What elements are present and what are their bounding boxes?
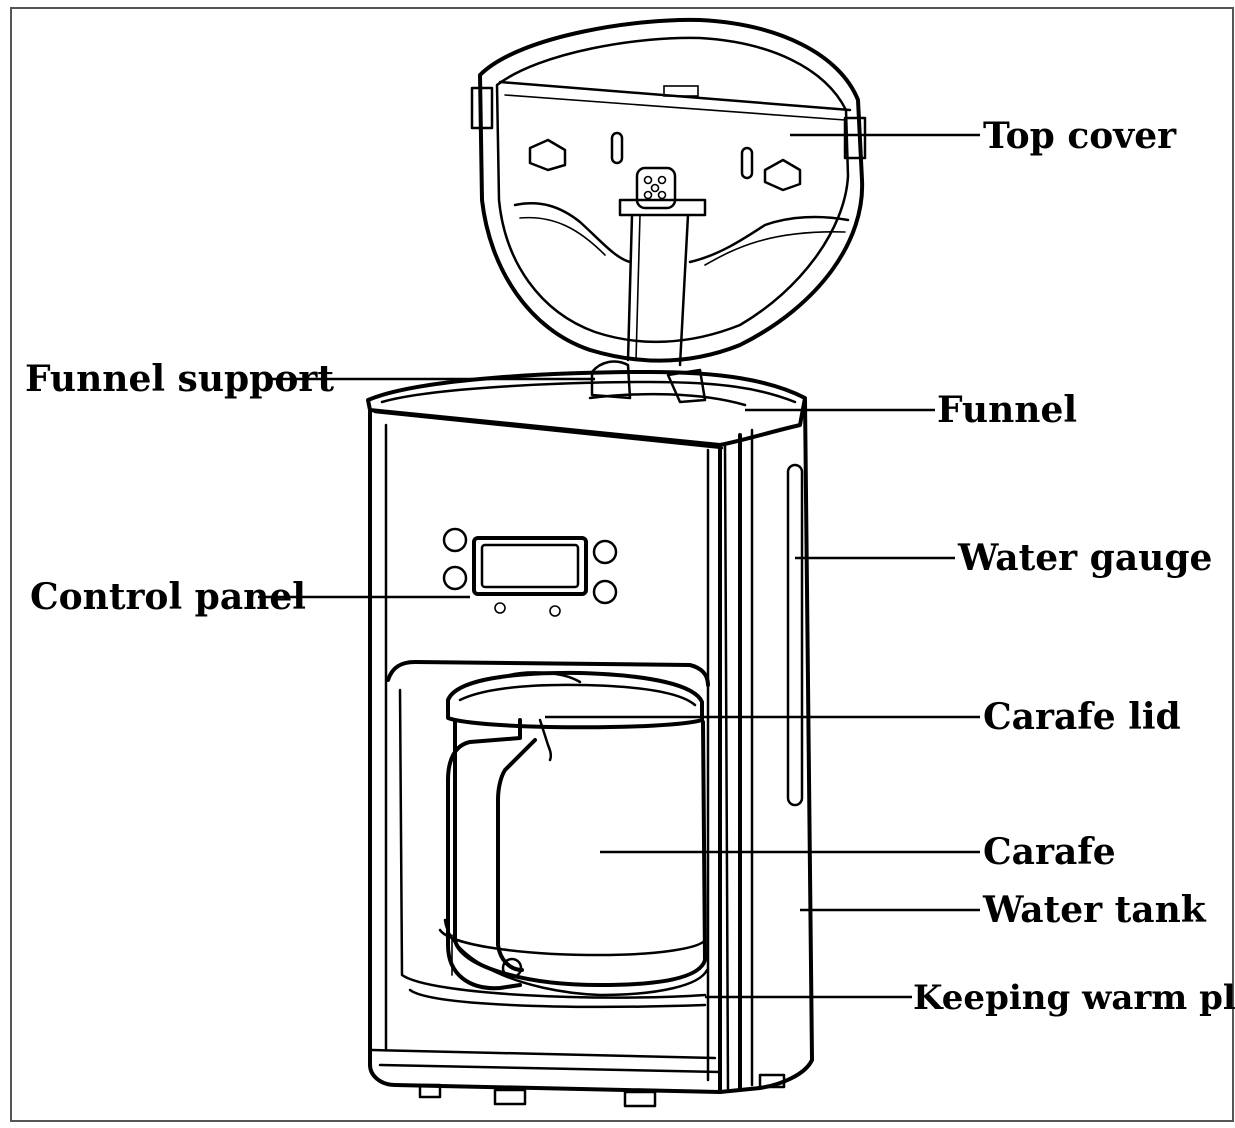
label-control-panel: Control panel	[30, 576, 306, 618]
label-funnel: Funnel	[937, 389, 1077, 431]
top-cover-drawing	[472, 20, 865, 365]
label-keeping-warm-plate: Keeping warm plate	[913, 978, 1235, 1018]
label-funnel-support: Funnel support	[25, 358, 334, 400]
label-water-tank: Water tank	[982, 889, 1207, 931]
carafe-drawing	[388, 662, 708, 1007]
label-top-cover: Top cover	[983, 115, 1177, 157]
label-carafe-lid: Carafe lid	[983, 696, 1181, 738]
leader-lines	[258, 135, 980, 997]
control-panel-drawing	[444, 529, 616, 616]
label-carafe: Carafe	[983, 831, 1116, 873]
label-water-gauge: Water gauge	[957, 537, 1212, 579]
